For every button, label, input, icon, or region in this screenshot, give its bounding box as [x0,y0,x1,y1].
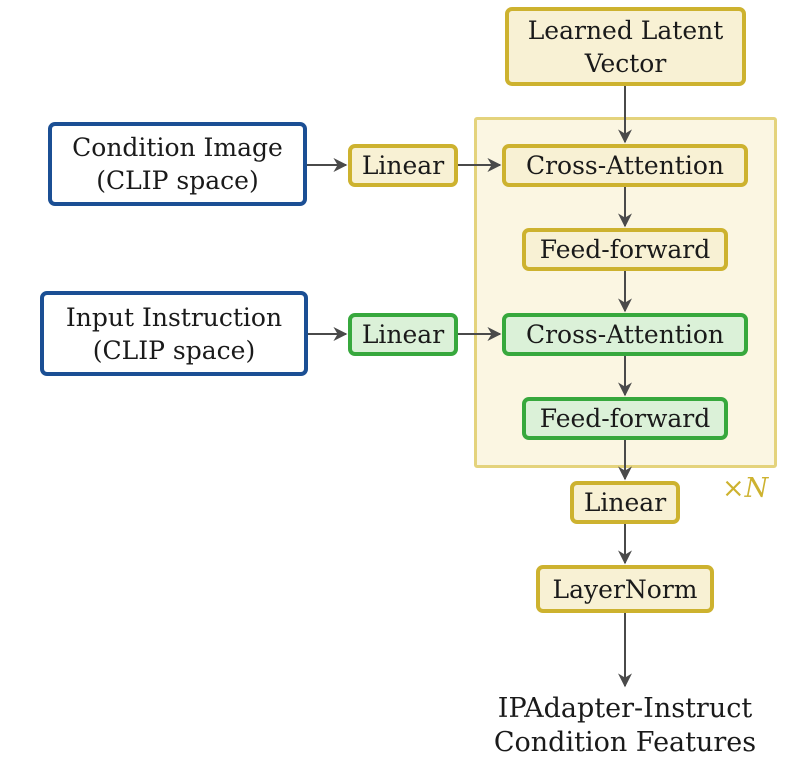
learned-latent-vector-node: Learned Latent Vector [505,7,746,86]
condition-image-line-1: Condition Image [72,133,283,162]
learned-latent-line-2: Vector [584,48,667,78]
linear-image-node: Linear [348,144,458,187]
learned-latent-line-1: Learned Latent [527,15,724,45]
condition-image-line-2: (CLIP space) [96,166,259,195]
feed-forward-2-node: Feed-forward [522,397,728,440]
repeat-count-label: ×N [722,473,769,504]
output-line-2: Condition Features [493,727,757,758]
feed-forward-1-node: Feed-forward [522,228,728,271]
input-instruction-node: Input Instruction (CLIP space) [40,291,308,376]
output-line-1: IPAdapter-Instruct [497,693,753,724]
input-instruction-line-2: (CLIP space) [92,335,256,365]
cross-attention-1-node: Cross-Attention [502,144,748,187]
linear-output-node: Linear [570,481,680,524]
output-features-label: IPAdapter-Instruct Condition Features [470,692,780,760]
layernorm-node: LayerNorm [536,565,714,613]
cross-attention-2-node: Cross-Attention [502,313,748,356]
condition-image-node: Condition Image (CLIP space) [48,122,307,206]
input-instruction-line-1: Input Instruction [65,302,283,332]
linear-instruction-node: Linear [348,313,458,356]
